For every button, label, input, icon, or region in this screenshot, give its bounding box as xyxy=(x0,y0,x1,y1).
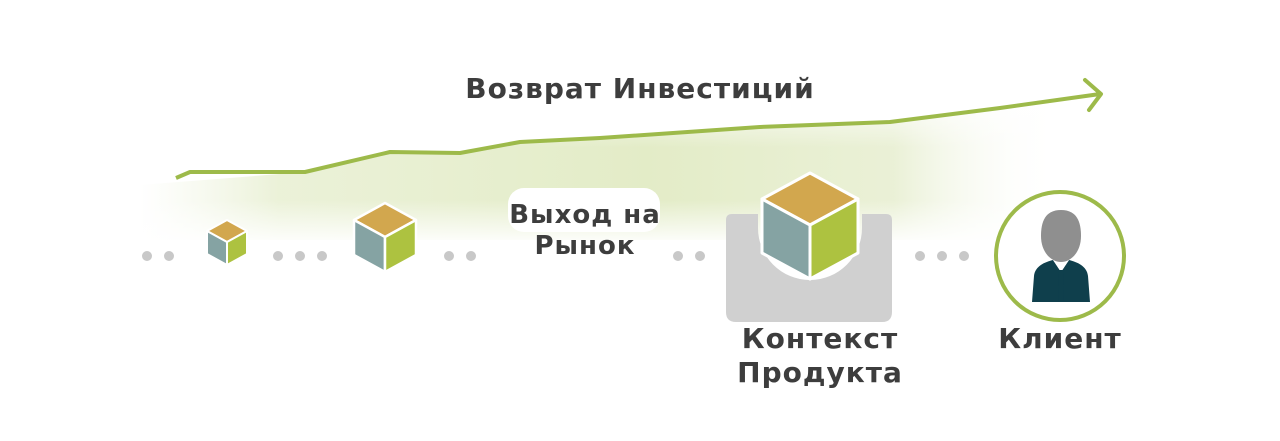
product-context-label-line2: Продукта xyxy=(737,355,903,389)
roi-trend-line xyxy=(175,92,1101,180)
timeline-dots xyxy=(142,251,969,261)
cube-icon xyxy=(352,201,418,274)
market-entry-label-line2: Рынок xyxy=(534,231,636,262)
arrow-icon xyxy=(1083,78,1103,112)
product-context-label-line1: Контекст xyxy=(741,322,899,355)
product-context-label: Контекст Продукта xyxy=(715,322,925,389)
roi-label: Возврат Инвестиций xyxy=(465,72,815,105)
product-context-cradle xyxy=(726,214,892,322)
market-entry-label-line1: Выход на xyxy=(509,200,661,230)
client-label: Клиент xyxy=(998,322,1122,355)
market-label-backdrop xyxy=(508,188,660,232)
cube-icon xyxy=(760,171,860,281)
person-icon xyxy=(1032,210,1090,302)
cube-icon xyxy=(206,219,248,266)
market-entry-label: Выход на Рынок xyxy=(480,200,690,262)
